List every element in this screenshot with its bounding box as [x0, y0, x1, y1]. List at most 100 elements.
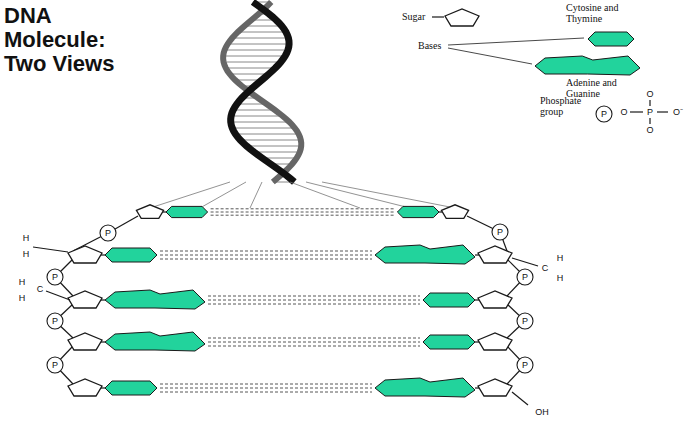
hydrogen-bond [160, 251, 372, 252]
side-bond [33, 247, 68, 252]
formula-atom: O [646, 89, 653, 99]
hydrogen-bond [208, 342, 420, 343]
hydrogen-bond [160, 384, 372, 385]
phosphate-circle [47, 357, 63, 373]
hydrogen-bond [208, 296, 420, 297]
hydrogen-bond [208, 300, 420, 301]
phosphate-circle [596, 106, 612, 122]
helix-rung [230, 74, 269, 75]
helix-rung [232, 128, 295, 129]
phosphate-symbol: P [522, 316, 528, 326]
pyrimidine-base [423, 293, 475, 307]
helix-rung [238, 32, 286, 33]
purine-base [375, 245, 475, 264]
sugar-pentagon [478, 291, 512, 308]
atom-label: C [542, 263, 549, 273]
hydrogen-bond [160, 388, 372, 389]
phosphate-circle [100, 225, 116, 241]
hydrogen-bond [208, 304, 420, 305]
phosphate-circle [47, 313, 63, 329]
helix-rung [226, 68, 276, 69]
formula-atom: O⁻ [673, 107, 683, 117]
legend-art [432, 9, 668, 124]
pyrimidine-base [105, 248, 157, 262]
sugar-pentagon [478, 246, 512, 263]
pyrimidine-base [588, 32, 634, 46]
phosphate-symbol: P [522, 360, 528, 370]
atom-label: C [37, 284, 44, 294]
hydrogen-bond [211, 215, 395, 216]
side-bond [512, 258, 538, 266]
sugar-pentagon [68, 246, 102, 263]
phosphate-circle [47, 269, 63, 285]
legend-text: Bases [418, 40, 450, 51]
formula-bond [649, 100, 650, 106]
legend-leader [448, 38, 584, 45]
phosphate-symbol: P [105, 228, 111, 238]
dna-ladder [33, 205, 538, 405]
sugar-pentagon [445, 9, 479, 26]
helix-rung [223, 56, 285, 57]
hydrogen-bond [211, 212, 395, 213]
pyrimidine-base [166, 206, 208, 217]
atom-label: H [23, 233, 30, 243]
atom-label: H [19, 293, 26, 303]
helix-rung [254, 152, 300, 153]
legend-leader [432, 16, 444, 17]
sugar-pentagon [68, 379, 102, 396]
phosphate-symbol: P [522, 272, 528, 282]
phosphate-symbol: P [601, 109, 607, 119]
double-helix [150, 2, 455, 208]
helix-rung [244, 26, 281, 27]
purine-base [105, 332, 205, 351]
helix-rung [225, 50, 288, 51]
perspective-line [306, 182, 410, 208]
hydrogen-bond [211, 208, 395, 209]
sugar-pentagon [68, 333, 102, 350]
helix-rung [247, 146, 302, 147]
phosphate-circle [517, 313, 533, 329]
formula-bond [649, 118, 650, 124]
hydrogen-bond [160, 392, 372, 393]
perspective-line [250, 182, 262, 208]
sugar-pentagon [478, 333, 512, 350]
atom-label: H [557, 273, 564, 283]
pyrimidine-base [397, 206, 439, 217]
helix-rung [231, 116, 283, 117]
hydrogen-bond [208, 346, 420, 347]
phosphate-symbol: P [52, 272, 58, 282]
helix-strand [231, 2, 295, 182]
helix-rung [228, 44, 289, 45]
purine-base [105, 290, 205, 309]
legend-text: Phosphate group [540, 95, 596, 117]
formula-atom: O [620, 107, 627, 117]
phosphate-circle [517, 357, 533, 373]
legend-leader [448, 48, 532, 64]
sugar-pentagon [136, 205, 163, 219]
legend-text: Cytosine and Thymine [566, 2, 648, 24]
pyrimidine-base [105, 381, 157, 395]
perspective-line [150, 182, 230, 208]
legend-text: Sugar [402, 11, 436, 22]
pyrimidine-base [423, 335, 475, 349]
hydrogen-bond [208, 338, 420, 339]
atom-label: OH [535, 407, 549, 417]
formula-bond [630, 111, 643, 112]
atom-label: H [19, 277, 26, 287]
helix-rung [224, 62, 281, 63]
phosphate-circle [517, 269, 533, 285]
helix-strand [223, 2, 301, 182]
perspective-line [290, 182, 360, 208]
atom-label: H [23, 249, 30, 259]
side-bond [46, 291, 70, 300]
formula-bond [657, 111, 668, 112]
title: DNA Molecule: Two Views [4, 4, 129, 76]
helix-rung [232, 38, 288, 39]
phosphate-circle [492, 224, 508, 240]
side-bond [512, 392, 528, 405]
phosphate-symbol: P [52, 360, 58, 370]
hydrogen-bond [160, 259, 372, 260]
hydrogen-bond [160, 255, 372, 256]
helix-rung [240, 140, 301, 141]
